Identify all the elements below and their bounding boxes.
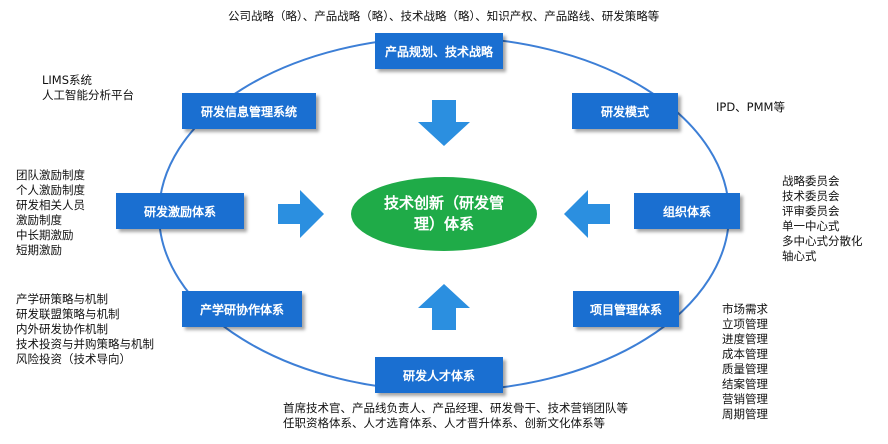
note-line: 技术投资与并购策略与机制 — [16, 337, 154, 351]
left-arrow-icon — [564, 190, 610, 238]
note-line: 轴心式 — [782, 249, 817, 263]
note-line: 任职资格体系、人才选育体系、人才晋升体系、创新文化体系等 — [283, 416, 605, 430]
note-line: 立项管理 — [722, 317, 768, 331]
note-rd-incentive: 团队激励制度 个人激励制度 研发相关人员 激励制度 中长期激励 短期激励 — [16, 168, 85, 258]
note-rd-mode: IPD、PMM等 — [716, 100, 785, 114]
note-rd-talent: 首席技术官、产品线负责人、产品经理、研发骨干、技术营销团队等 任职资格体系、人才… — [283, 401, 628, 431]
note-line: 中长期激励 — [16, 228, 74, 242]
note-line: 周期管理 — [722, 407, 768, 421]
note-industry-collaboration: 产学研策略与机制 研发联盟策略与机制 内外研发协作机制 技术投资与并购策略与机制… — [16, 292, 154, 367]
note-line: 人工智能分析平台 — [42, 88, 134, 102]
note-line: LIMS系统 — [42, 73, 93, 87]
note-line: 研发联盟策略与机制 — [16, 307, 120, 321]
note-line: 评审委员会 — [782, 204, 840, 218]
note-rd-info: LIMS系统 人工智能分析平台 — [42, 73, 134, 103]
box-product-planning: 产品规划、技术战略 — [375, 33, 503, 69]
center-label: 技术创新（研发管理）体系 — [384, 194, 505, 233]
note-line: 首席技术官、产品线负责人、产品经理、研发骨干、技术营销团队等 — [283, 401, 628, 415]
note-line: 结案管理 — [722, 377, 768, 391]
note-line: 团队激励制度 — [16, 168, 85, 182]
note-line: 单一中心式 — [782, 219, 840, 233]
note-line: 产学研策略与机制 — [16, 292, 108, 306]
note-line: 营销管理 — [722, 392, 768, 406]
up-arrow-icon — [418, 284, 470, 330]
note-line: 质量管理 — [722, 362, 768, 376]
note-line: 风险投资（技术导向） — [16, 352, 131, 366]
note-line: 市场需求 — [722, 302, 768, 316]
note-line: 技术委员会 — [782, 189, 840, 203]
note-line: 内外研发协作机制 — [16, 322, 108, 336]
right-arrow-icon — [278, 190, 324, 238]
note-line: 多中心式分散化 — [782, 234, 863, 248]
note-project-management: 市场需求 立项管理 进度管理 成本管理 质量管理 结案管理 营销管理 周期管理 — [722, 302, 768, 422]
box-rd-talent: 研发人才体系 — [375, 357, 503, 393]
note-line: 进度管理 — [722, 332, 768, 346]
note-line: 战略委员会 — [782, 174, 840, 188]
center-node: 技术创新（研发管理）体系 — [351, 177, 537, 251]
box-rd-incentive: 研发激励体系 — [116, 193, 244, 229]
box-rd-mode: 研发模式 — [572, 93, 678, 129]
box-project-management: 项目管理体系 — [573, 291, 679, 327]
box-industry-collaboration: 产学研协作体系 — [182, 291, 302, 327]
box-rd-info-system: 研发信息管理系统 — [182, 93, 316, 129]
note-line: 研发相关人员 — [16, 198, 85, 212]
top-note: 公司战略（略）、产品战略（略）、技术战略（略）、知识产权、产品路线、研发策略等 — [228, 9, 660, 23]
note-line: 短期激励 — [16, 243, 62, 257]
box-org-system: 组织体系 — [634, 193, 740, 229]
note-line: 个人激励制度 — [16, 183, 85, 197]
note-line: 激励制度 — [16, 213, 62, 227]
note-org-system: 战略委员会 技术委员会 评审委员会 单一中心式 多中心式分散化 轴心式 — [782, 174, 863, 264]
note-line: 成本管理 — [722, 347, 768, 361]
down-arrow-icon — [418, 100, 470, 146]
